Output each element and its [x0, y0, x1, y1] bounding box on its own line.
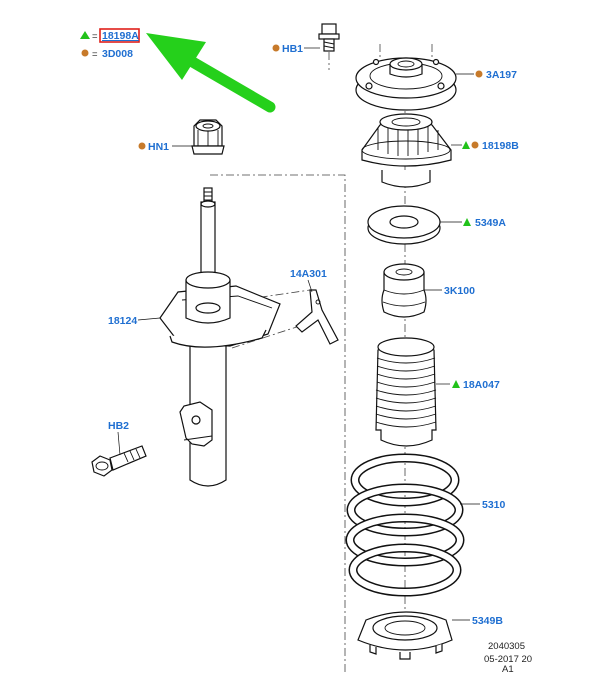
callout-5310[interactable]: 5310	[482, 499, 506, 511]
drawing-number: 2040305	[488, 641, 525, 652]
seat-5349b	[357, 611, 453, 660]
seat-5349a	[367, 205, 441, 245]
drawing-reference: 2040305 05-2017 20 A1	[484, 641, 532, 674]
triangle-marker-icon	[463, 218, 471, 226]
callouts: HB1 3A197 HN1 18198B 5349A 14A301 3K100 …	[108, 43, 519, 627]
green-arrow-icon	[146, 33, 276, 113]
callout-3a197[interactable]: 3A197	[486, 69, 517, 81]
nut-hn1	[191, 119, 225, 155]
bracket-14a301	[295, 289, 339, 345]
callout-3k100[interactable]: 3K100	[444, 285, 475, 297]
legend-triangle-part-number[interactable]: 18198A	[102, 30, 139, 42]
top-mount-3a197	[355, 44, 457, 111]
callout-hb2[interactable]: HB2	[108, 420, 129, 432]
triangle-marker-icon	[80, 31, 90, 39]
legend-equals: =	[92, 31, 98, 42]
bearing-18198b	[361, 113, 452, 188]
coil-spring-5310	[345, 453, 465, 597]
triangle-marker-icon	[462, 141, 470, 149]
callout-hn1[interactable]: HN1	[148, 141, 169, 153]
callout-5349b[interactable]: 5349B	[472, 615, 503, 627]
bolt-hb1	[318, 23, 340, 70]
callout-14a301[interactable]: 14A301	[290, 268, 327, 280]
circle-marker-icon	[81, 49, 89, 57]
callout-18a047[interactable]: 18A047	[463, 379, 500, 391]
legend-circle-part-number[interactable]: 3D008	[102, 48, 133, 60]
strut-18124	[159, 187, 281, 487]
circle-marker-icon	[272, 44, 280, 52]
dust-boot-18a047	[375, 337, 437, 447]
drawing-revision: A1	[502, 664, 514, 674]
highlight-box	[99, 28, 140, 43]
legend-equals-2: =	[92, 49, 98, 60]
callout-18198b[interactable]: 18198B	[482, 140, 519, 152]
drawing-date: 05-2017 20	[484, 654, 532, 665]
circle-marker-icon	[138, 142, 146, 150]
circle-marker-icon	[471, 141, 479, 149]
callout-hb1[interactable]: HB1	[282, 43, 303, 55]
callout-5349a[interactable]: 5349A	[475, 217, 506, 229]
circle-marker-icon	[475, 70, 483, 78]
bump-stop-3k100	[381, 263, 427, 318]
legend: = 18198A = 3D008	[80, 28, 140, 60]
triangle-marker-icon	[452, 380, 460, 388]
callout-18124[interactable]: 18124	[108, 315, 137, 327]
bolt-hb2	[91, 445, 147, 477]
